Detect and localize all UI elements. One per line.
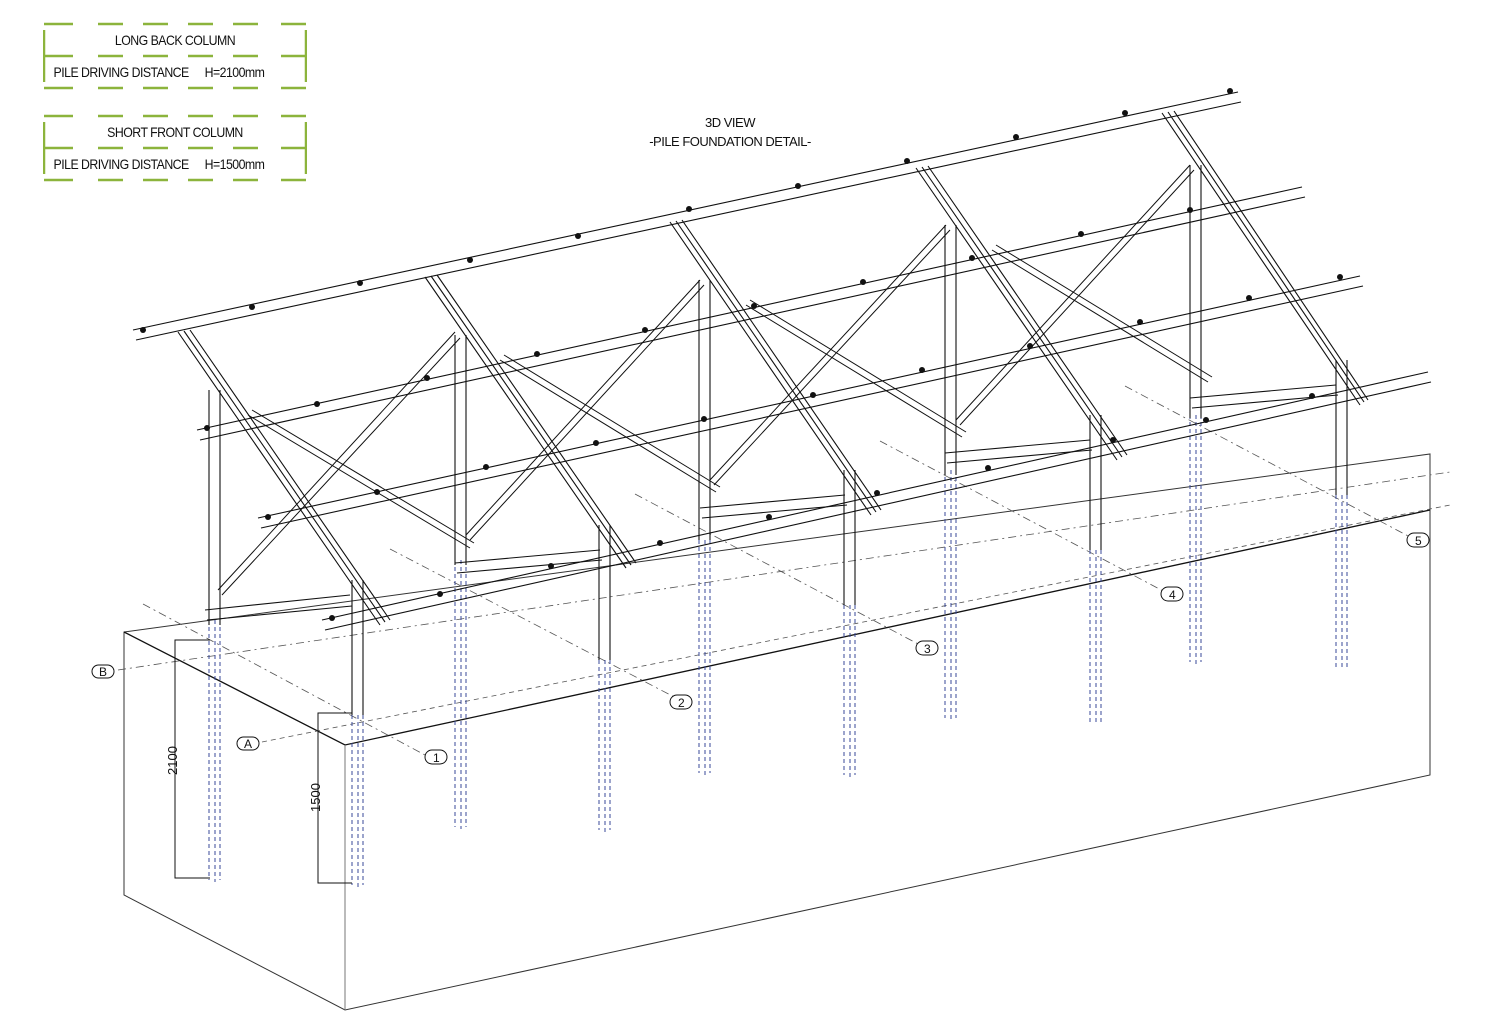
legend-label: PILE DRIVING DISTANCE (53, 155, 190, 172)
bolts (140, 88, 1343, 621)
grid-label-1: 1 (433, 751, 440, 765)
legend-label: PILE DRIVING DISTANCE (53, 63, 190, 80)
rafters (177, 110, 1369, 626)
dimension-front-pile: 1500 (308, 783, 323, 812)
grid-label-4: 4 (1169, 588, 1176, 602)
grid-bubbles (91, 532, 1430, 765)
buried-piles (208, 415, 1348, 887)
view-title-block: 3D VIEW -PILE FOUNDATION DETAIL- (620, 113, 840, 151)
columns (208, 165, 1348, 715)
dimension-back-pile: 2100 (165, 746, 180, 775)
legend-border (43, 114, 307, 182)
legend-short-front-column: SHORT FRONT COLUMN PILE DRIVING DISTANCE… (43, 114, 307, 182)
grid-lines (117, 385, 1451, 756)
purlins (132, 91, 1432, 631)
grid-label-a: A (244, 737, 252, 751)
legend-title: SHORT FRONT COLUMN (107, 123, 243, 140)
legend-value-row: PILE DRIVING DISTANCE H=1500mm (43, 147, 286, 180)
view-subtitle: -PILE FOUNDATION DETAIL- (649, 134, 811, 149)
legend-value-row: PILE DRIVING DISTANCE H=2100mm (43, 55, 286, 88)
grid-label-2: 2 (678, 696, 685, 710)
ground-block (123, 453, 1431, 1011)
legend-long-back-column: LONG BACK COLUMN PILE DRIVING DISTANCE H… (43, 22, 307, 90)
grid-label-3: 3 (924, 642, 931, 656)
dimension-lines (174, 639, 352, 884)
grid-label-5: 5 (1415, 534, 1422, 548)
view-title: 3D VIEW (705, 115, 755, 130)
cross-bracing (217, 164, 1213, 596)
legend-title: LONG BACK COLUMN (114, 31, 236, 48)
legend-border (43, 22, 307, 90)
legend-height: H=2100mm (204, 63, 265, 80)
legend-height: H=1500mm (204, 155, 265, 172)
grid-label-b: B (99, 665, 107, 679)
